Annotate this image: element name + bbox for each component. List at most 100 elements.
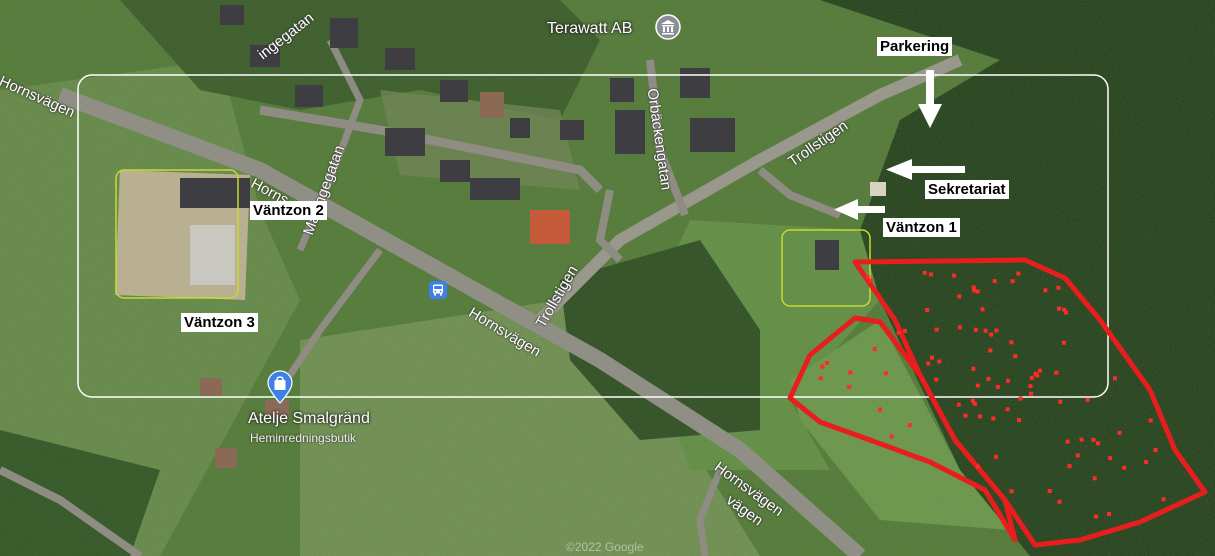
forest-dot [925,308,930,312]
forest-dot [973,327,978,332]
forest-dot [1010,279,1015,284]
forest-dot [976,464,980,469]
forest-dot [930,355,935,360]
forest-dot [896,330,901,335]
forest-dot [865,275,870,280]
forest-dot [980,307,985,312]
forest-dot [991,416,996,421]
forest-dot [1043,288,1048,293]
forest-dot [1079,437,1084,442]
forest-dot [1148,418,1153,423]
sekretariat-arrow [886,159,965,180]
forest-dot [1056,285,1061,290]
forest-dot [1153,448,1158,452]
forest-dot [986,377,991,381]
forest-dot [937,359,942,364]
forest-dot [1038,368,1042,373]
forest-dot [847,384,852,389]
forest-dot [1062,307,1067,312]
forest-dot [1117,430,1122,435]
forest-dot [868,278,873,283]
poi-atelje-name[interactable]: Atelje Smalgränd [248,410,370,427]
forest-area-outline [852,257,1208,548]
forest-dot [883,371,888,376]
forest-dot [1113,376,1117,381]
poi-terawatt-name[interactable]: Terawatt AB [547,20,633,37]
forest-dot [1009,489,1014,494]
forest-dot [1009,340,1014,345]
shopping-bag-icon[interactable] [266,370,294,404]
forest-dot [1047,489,1052,493]
forest-dot [1054,370,1059,375]
parkering-arrow [918,70,942,128]
forest-dot [1064,310,1068,315]
forest-dot [963,413,968,418]
poi-atelje-subtitle: Heminredningsbutik [250,431,357,445]
vantzon-1-label: Väntzon 1 [883,218,960,237]
forest-dot [952,273,957,278]
forest-dot [1067,464,1072,469]
forest-dot [1091,437,1096,442]
vantzon-2-label: Väntzon 2 [250,201,327,220]
forest-dot [957,294,962,299]
forest-dot [926,361,931,366]
forest-dot [972,288,977,293]
bank-icon[interactable] [655,14,681,40]
forest-dot [972,401,977,406]
meadow-area-outline [787,315,1018,543]
forest-dot [970,398,975,403]
forest-dot [1033,371,1038,376]
forest-dot [1029,391,1034,396]
forest-dots [818,270,1166,519]
forest-dot [957,325,962,330]
forest-dot [903,328,907,333]
forest-dot [1013,354,1018,359]
forest-dot [1005,407,1010,412]
parkering-label: Parkering [877,37,953,56]
forest-dot [934,377,939,382]
forest-dot [1028,384,1033,389]
event-area-outline [77,74,1109,398]
forest-dot [872,347,877,352]
forest-dot [983,328,988,333]
forest-dot [975,289,980,294]
vantzon-1-arrow [834,199,885,220]
vantzon-1-zone-box [781,229,871,307]
forest-dot [1017,418,1021,423]
forest-dot [1092,476,1097,481]
forest-dot [994,454,999,459]
forest-dot [1075,453,1080,458]
map-credit: ©2022 Google [566,540,644,554]
forest-dot [1058,399,1063,404]
forest-dot [977,414,982,419]
forest-dot [989,332,994,337]
forest-dot [1096,441,1100,446]
forest-dot [818,376,823,381]
forest-dot [934,327,939,332]
forest-dot [1144,459,1149,464]
forest-dot [1108,456,1113,461]
forest-dot [889,434,894,439]
vantzon-3-label: Väntzon 3 [181,313,258,332]
forest-dot [971,285,976,290]
forest-dot [820,364,825,369]
forest-dot [1016,271,1021,276]
forest-dot [825,361,829,365]
sekretariat-label: Sekretariat [925,180,1009,199]
forest-dot [995,384,1000,389]
vantzon-2-zone-box [115,169,239,299]
forest-dot [922,270,927,275]
forest-dot [928,272,933,277]
forest-dot [1057,499,1062,504]
forest-dot [848,370,853,375]
bus-stop-icon[interactable] [429,281,447,299]
forest-dot [1018,396,1023,401]
forest-dot [1062,340,1066,345]
forest-dot [1006,378,1010,383]
forest-dot [1161,497,1166,502]
forest-dot [975,383,980,388]
forest-dot [1085,397,1090,402]
